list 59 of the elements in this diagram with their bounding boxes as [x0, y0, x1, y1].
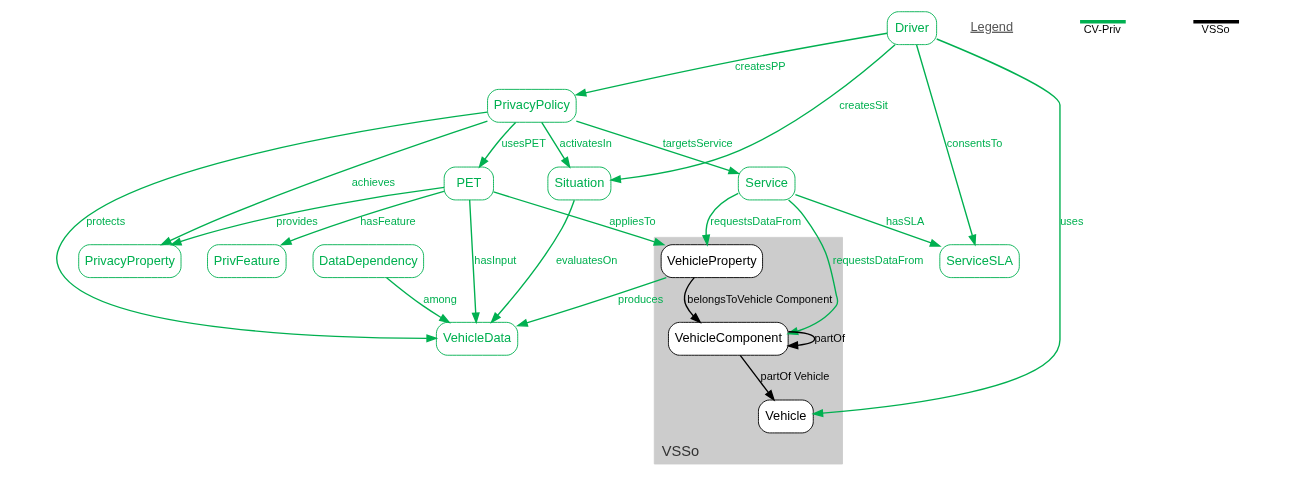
node-box: PrivacyPolicy	[486, 88, 577, 123]
edge-label: requestsDataFrom	[832, 253, 923, 266]
node-box: Vehicle	[757, 399, 814, 434]
edge-label: produces	[617, 292, 663, 305]
edge-label: hasSLA	[885, 215, 924, 228]
node-box: Driver	[886, 11, 937, 46]
arrow	[573, 32, 888, 97]
label: Legend	[969, 18, 1013, 34]
edge-label: createsSit	[838, 98, 888, 111]
edge-label: requestsDataFrom	[709, 215, 801, 228]
edge-label: createsPP	[734, 59, 786, 72]
node-box: Service	[737, 166, 795, 201]
edge-label: usesPET	[500, 137, 546, 150]
node-box: PET	[443, 166, 494, 201]
edge-label: protects	[85, 215, 125, 228]
arrow	[540, 121, 571, 169]
edge-label: activatesIn	[559, 137, 612, 150]
node-box: VehicleData	[435, 321, 518, 356]
edge-label: partOf Vehicle	[760, 370, 829, 383]
node-box: DataDependency	[312, 244, 424, 279]
arrow	[159, 120, 488, 246]
edge-label: consentsTo	[946, 137, 1002, 150]
arrow	[55, 111, 488, 343]
node-box: PrivFeature	[206, 244, 287, 279]
edge-label: evaluatesOn	[555, 253, 617, 266]
arrow	[701, 192, 739, 247]
legend-label: VSSo	[1201, 23, 1230, 36]
edge-label: partOf	[814, 331, 845, 344]
arrow	[794, 193, 942, 247]
legend-label: CV-Priv	[1083, 23, 1121, 36]
edge-label: uses	[1059, 215, 1083, 228]
arrow	[915, 44, 976, 247]
arrow	[492, 191, 666, 246]
edge-label: among	[422, 292, 457, 305]
arrow	[169, 186, 445, 246]
edge-label: targetsService	[662, 137, 733, 150]
arrow	[608, 44, 896, 184]
arrow	[515, 277, 667, 327]
edge-label: hasFeature	[359, 215, 416, 228]
node-box: VehicleProperty	[660, 244, 763, 279]
arrow	[468, 199, 480, 325]
arrow	[477, 121, 516, 169]
edge-label: provides	[275, 215, 318, 228]
edge-label: achieves	[351, 176, 395, 189]
edge-label: appliesTo	[608, 215, 656, 228]
node-box: PrivacyProperty	[77, 244, 181, 279]
arrow	[785, 331, 815, 350]
arrow	[575, 120, 740, 175]
arrow	[385, 277, 451, 324]
arrow	[683, 276, 702, 324]
arrow	[489, 199, 575, 324]
node-box: Situation	[546, 166, 611, 201]
arrow	[739, 354, 775, 402]
arrow	[810, 38, 1061, 418]
node-box: ServiceSLA	[938, 244, 1020, 279]
edge-label: belongsToVehicle Component	[686, 292, 832, 305]
arrow	[279, 190, 445, 246]
edge-label: hasInput	[473, 253, 516, 266]
node-box: VehicleComponent	[667, 321, 789, 356]
